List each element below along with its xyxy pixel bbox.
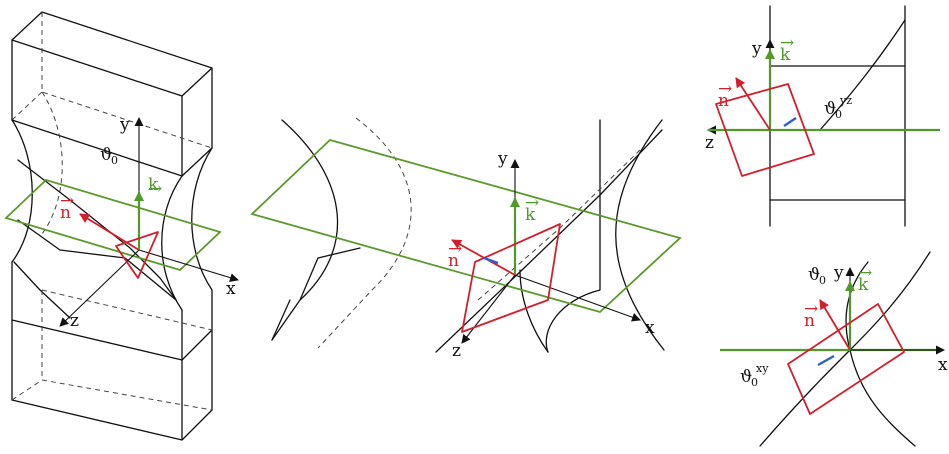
- n-label-4: → n: [804, 299, 818, 331]
- n-vector-2: [451, 239, 516, 276]
- normal-plane: [115, 231, 159, 279]
- n-vector-4: [819, 299, 851, 351]
- svg-text:→: →: [780, 33, 794, 53]
- svg-text:ϑ: ϑ: [824, 99, 836, 119]
- y-label-4: y: [833, 263, 844, 283]
- lower-block: [11, 261, 213, 441]
- x-axis: [138, 249, 239, 282]
- svg-text:k: k: [525, 205, 536, 225]
- angle-arc-2: [483, 256, 499, 265]
- svg-text:ϑ: ϑ: [808, 265, 820, 285]
- xy-projection-panel: y x → k → n ϑ 0 ϑ 0 xy: [720, 251, 948, 447]
- normal-plane-2: [461, 223, 561, 333]
- svg-text:n: n: [60, 203, 71, 223]
- n-label: → n: [60, 191, 74, 223]
- svg-text:ϑ: ϑ: [740, 367, 752, 387]
- svg-text:xy: xy: [756, 362, 769, 375]
- svg-text:→: →: [718, 79, 732, 99]
- x-label-4: x: [938, 355, 948, 375]
- theta-xy-label: ϑ 0 xy: [740, 362, 769, 389]
- specimen-panel: y x z ϑ 0 → k → n: [4, 11, 239, 441]
- svg-text:0: 0: [111, 154, 118, 167]
- svg-text:0: 0: [835, 108, 842, 121]
- normal-plane-4: [787, 303, 905, 415]
- y-label-2: y: [497, 149, 508, 169]
- theta-label-4: ϑ 0: [808, 265, 826, 287]
- svg-text:k: k: [780, 45, 791, 65]
- svg-text:→: →: [148, 179, 162, 199]
- svg-text:→: →: [804, 299, 818, 319]
- svg-text:k: k: [858, 275, 869, 295]
- y-label-3: y: [751, 39, 762, 59]
- svg-text:→: →: [858, 263, 872, 283]
- z-axis-2: [461, 274, 516, 344]
- svg-text:n: n: [448, 251, 459, 271]
- x-axis-2: [514, 274, 641, 322]
- z-label-2: z: [452, 341, 461, 361]
- svg-text:k: k: [148, 175, 159, 195]
- theta-label: ϑ 0: [100, 145, 118, 167]
- svg-text:n: n: [804, 311, 815, 331]
- svg-text:→: →: [525, 193, 539, 213]
- svg-text:→: →: [60, 191, 74, 211]
- svg-text:yz: yz: [839, 94, 852, 107]
- n-vector: [79, 213, 140, 251]
- k-label: → k: [148, 175, 162, 199]
- z-label-3: z: [705, 133, 714, 153]
- k-label-3: → k: [780, 33, 794, 65]
- angle-arc-4: [817, 354, 835, 367]
- yz-projection-panel: y z → k → n ϑ 0 yz: [705, 5, 940, 227]
- n-label-3: → n: [718, 79, 732, 111]
- svg-text:ϑ: ϑ: [100, 145, 112, 165]
- svg-text:0: 0: [751, 376, 758, 389]
- cutting-plane: [4, 178, 222, 272]
- svg-text:0: 0: [819, 274, 826, 287]
- y-label: y: [119, 115, 130, 135]
- normal-plane-3: [715, 83, 815, 177]
- svg-text:→: →: [448, 239, 462, 259]
- k-label-4: → k: [858, 263, 872, 295]
- notch-surface-panel: y x z → k → n: [250, 117, 682, 361]
- x-label-2: x: [645, 318, 655, 338]
- cutting-plane-2: [250, 138, 682, 314]
- theta-yz-label: ϑ 0 yz: [824, 94, 852, 121]
- x-label: x: [226, 279, 236, 299]
- z-label: z: [70, 311, 79, 331]
- z-axis: [59, 249, 140, 327]
- k-label-2: → k: [525, 193, 539, 225]
- n-vector-3: [735, 77, 771, 131]
- n-label-2: → n: [448, 239, 462, 271]
- angle-arc-3: [783, 117, 797, 127]
- svg-text:n: n: [718, 91, 729, 111]
